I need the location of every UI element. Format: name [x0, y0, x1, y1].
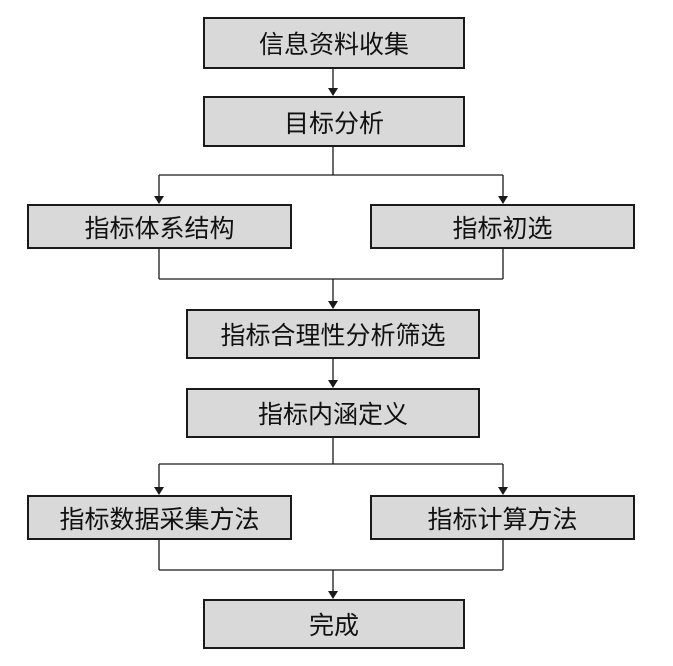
node-goal-analysis: 目标分析	[203, 96, 465, 147]
node-calculation-method: 指标计算方法	[370, 495, 635, 540]
node-rationality-screening: 指标合理性分析筛选	[186, 309, 480, 359]
node-calculation-method-label: 指标计算方法	[427, 504, 578, 534]
node-done: 完成	[203, 599, 465, 649]
node-indicator-definition: 指标内涵定义	[186, 388, 480, 438]
node-indicator-structure: 指标体系结构	[27, 204, 292, 249]
node-rationality-screening-label: 指标合理性分析筛选	[220, 321, 446, 350]
node-data-collection-method-label: 指标数据采集方法	[59, 504, 260, 534]
node-indicator-structure-label: 指标体系结构	[84, 213, 235, 243]
node-indicator-preselection: 指标初选	[370, 204, 635, 249]
node-indicator-definition-label: 指标内涵定义	[257, 400, 408, 429]
node-done-label: 完成	[308, 611, 359, 640]
node-goal-analysis-label: 目标分析	[283, 108, 384, 138]
node-indicator-preselection-label: 指标初选	[452, 213, 553, 243]
node-info-collection-label: 信息资料收集	[258, 30, 409, 59]
node-data-collection-method: 指标数据采集方法	[27, 495, 292, 540]
node-info-collection: 信息资料收集	[203, 17, 465, 69]
